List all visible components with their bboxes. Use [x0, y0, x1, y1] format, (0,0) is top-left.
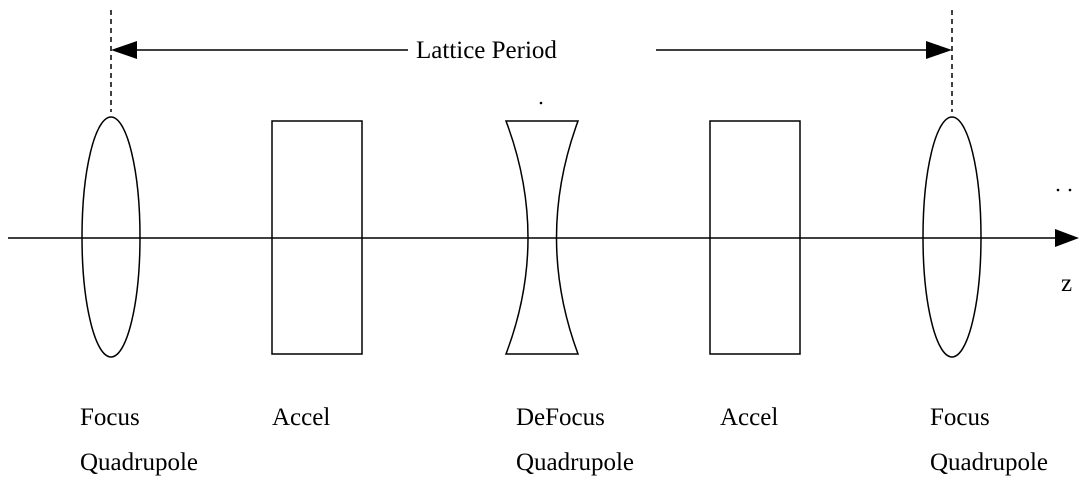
beam-axis-arrowhead [1055, 229, 1079, 247]
focus-quadrupole-lens-1 [81, 116, 141, 358]
defocus-quadrupole-lens [504, 120, 580, 355]
focus-quadrupole-2-label-line1: Focus [930, 404, 990, 431]
stray-dot [1056, 188, 1060, 192]
z-axis-label: z [1061, 270, 1073, 297]
lattice-period-label: Lattice Period [412, 38, 561, 63]
accel-gap-1 [271, 120, 363, 355]
focus-quadrupole-1-label-line1: Focus [80, 404, 140, 431]
focus-quadrupole-lens-2 [922, 116, 982, 358]
accel-gap-2 [709, 120, 801, 355]
defocus-quadrupole-label-line1: DeFocus [516, 404, 605, 431]
accel-2-label: Accel [720, 404, 779, 431]
focus-quadrupole-2-label-line2: Quadrupole [930, 449, 1049, 476]
stray-dot [539, 101, 543, 105]
accel-1-label: Accel [272, 404, 331, 431]
defocus-quadrupole-label-line2: Quadrupole [516, 449, 635, 476]
focus-quadrupole-1-label-line2: Quadrupole [80, 449, 199, 476]
period-arrow-left-head [111, 41, 137, 59]
stray-dot [1068, 188, 1072, 192]
period-arrow-right-head [926, 41, 952, 59]
